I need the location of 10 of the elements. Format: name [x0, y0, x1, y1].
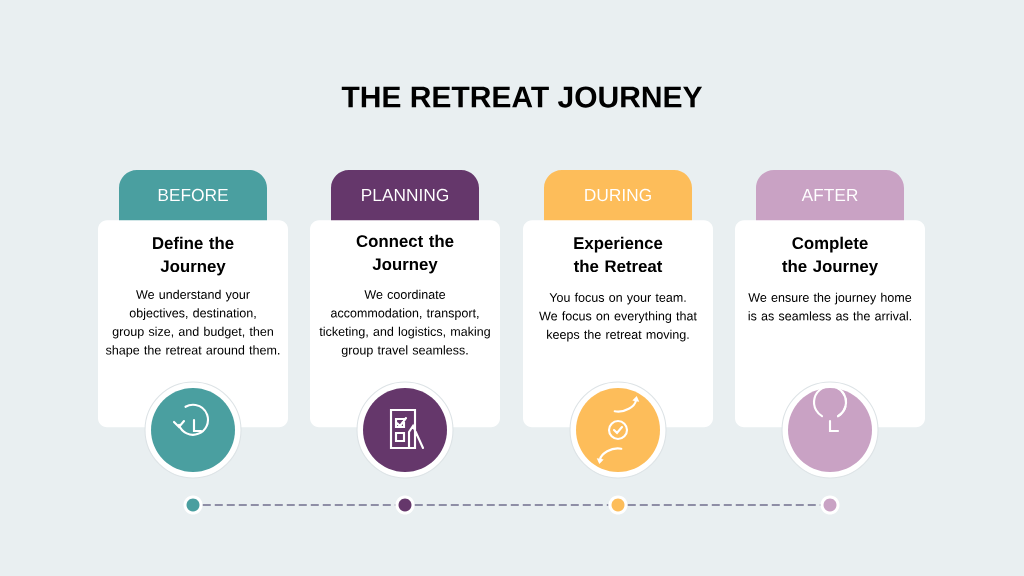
title: THE RETREAT JOURNEY	[341, 86, 703, 108]
timeline-dot	[608, 495, 628, 515]
phase-tab: BEFORE	[119, 170, 267, 222]
timeline-dot	[183, 495, 203, 515]
timeline-dot	[395, 495, 415, 515]
phase-tab: DURING	[544, 170, 692, 222]
timeline-dot	[820, 495, 840, 515]
phase-tab: PLANNING	[331, 170, 479, 222]
phase-tab: AFTER	[756, 170, 904, 222]
dashed-connector	[414, 503, 609, 507]
